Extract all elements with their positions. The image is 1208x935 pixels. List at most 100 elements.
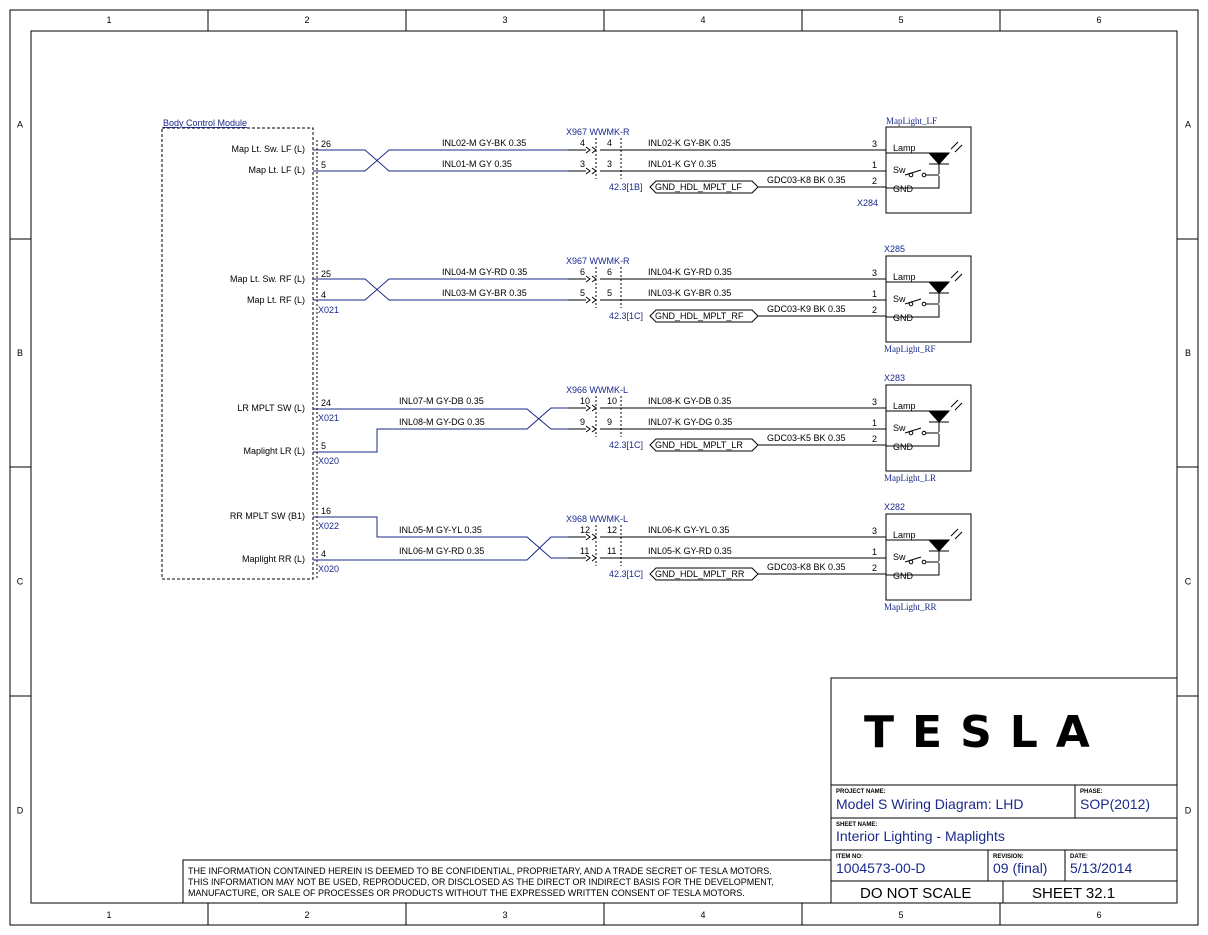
zone-col-bottom-2: 2 [304, 910, 309, 920]
wire-label: INL06-K GY-YL 0.35 [648, 525, 729, 535]
wire [313, 278, 568, 301]
inner-border [30, 30, 1178, 904]
zone-col-top-3: 3 [502, 15, 507, 25]
title-block: TESLA PROJECT NAME: Model S Wiring Diagr… [830, 677, 1178, 904]
phase-label: PHASE: [1080, 789, 1103, 795]
pin-arrow [568, 146, 597, 154]
light-rays-icon [950, 399, 963, 411]
sheet-name-label: SHEET NAME: [836, 822, 877, 828]
scale-note: DO NOT SCALE [860, 885, 971, 902]
ground-terminal-label: GND [893, 313, 914, 323]
ground-terminal-label: GND [893, 571, 914, 581]
switch-contact-icon [908, 430, 914, 436]
ground-reference: 42.3[1C] [609, 440, 643, 450]
module-pin-label: LR MPLT SW (L) [237, 403, 305, 413]
module-connector-id: X020 [318, 564, 339, 574]
wire-label: INL03-M GY-BR 0.35 [442, 288, 527, 298]
lamp-icon [927, 410, 951, 423]
zone-col-top-4: 4 [700, 15, 705, 25]
lamp-pin-number: 2 [872, 305, 877, 315]
wire-label: INL07-M GY-DB 0.35 [399, 396, 484, 406]
inline-pin-right: 4 [607, 138, 612, 148]
module-pin-number: 5 [321, 160, 326, 170]
zone-row-left-B: B [17, 348, 23, 358]
switch-icon [904, 169, 922, 176]
zone-row-left-C: C [17, 577, 24, 587]
lamp-connector-id: X284 [857, 198, 878, 208]
lamp-pin-number: 3 [872, 139, 877, 149]
switch-contact-icon [921, 172, 927, 178]
module-connector-id: X021 [318, 305, 339, 315]
inline-pin-right: 6 [607, 267, 612, 277]
switch-contact-icon [921, 301, 927, 307]
inline-pin-right: 12 [607, 525, 617, 535]
revision-label: REVISION: [993, 854, 1024, 860]
wire-label: INL02-M GY-BK 0.35 [442, 138, 526, 148]
item-label: ITEM NO: [836, 854, 863, 860]
module-pin-number: 5 [321, 441, 326, 451]
body-control-module-box [161, 127, 314, 580]
module-pin-number: 26 [321, 139, 331, 149]
maplight-box [885, 513, 972, 601]
lamp-connector-id: X283 [884, 373, 905, 383]
inline-pin-left: 10 [580, 396, 590, 406]
inline-pin-left: 5 [580, 288, 585, 298]
wire-label: INL07-K GY-DG 0.35 [648, 417, 732, 427]
wire-label: INL02-K GY-BK 0.35 [648, 138, 731, 148]
module-pin-label: Map Lt. Sw. LF (L) [231, 144, 305, 154]
wire-label: INL03-K GY-BR 0.35 [648, 288, 731, 298]
inline-pin-left: 11 [580, 546, 589, 556]
ground-wire-label: GDC03-K8 BK 0.35 [767, 562, 846, 572]
revision-value: 09 (final) [993, 860, 1047, 876]
wire [313, 536, 568, 561]
pin-arrow [568, 404, 597, 412]
wire-label: INL01-K GY 0.35 [648, 159, 716, 169]
lamp-connector-id: X285 [884, 244, 905, 254]
lamp-terminal-label: Lamp [893, 272, 916, 282]
wire-label: INL06-M GY-RD 0.35 [399, 546, 484, 556]
lamp-pin-number: 1 [872, 160, 877, 170]
maplight-box [885, 255, 972, 343]
date-label: DATE: [1070, 854, 1088, 860]
zone-col-bottom-6: 6 [1096, 910, 1101, 920]
zone-row-right-D: D [1185, 806, 1192, 816]
module-pin-label: Map Lt. Sw. RF (L) [230, 274, 305, 284]
zone-col-top-6: 6 [1096, 15, 1101, 25]
zone-col-bottom-5: 5 [898, 910, 903, 920]
module-pin-number: 4 [321, 290, 326, 300]
module-pin-label: RR MPLT SW (B1) [230, 511, 305, 521]
module-pin-label: Maplight RR (L) [242, 554, 305, 564]
lamp-pin-number: 2 [872, 563, 877, 573]
zone-row-right-C: C [1185, 577, 1192, 587]
lamp-icon [927, 281, 951, 294]
pin-arrow [568, 554, 597, 562]
pin-arrow [568, 275, 597, 283]
wire [313, 149, 568, 172]
project-label: PROJECT NAME: [836, 789, 886, 795]
lamp-terminal-label: Lamp [893, 401, 916, 411]
zone-col-top-1: 1 [106, 15, 111, 25]
ground-name: GND_HDL_MPLT_LF [655, 182, 742, 192]
inline-pin-left: 9 [580, 417, 585, 427]
inline-pin-right: 3 [607, 159, 612, 169]
zone-row-right-B: B [1185, 348, 1191, 358]
ground-reference: 42.3[1C] [609, 311, 643, 321]
zone-col-top-2: 2 [304, 15, 309, 25]
zone-row-left-D: D [17, 806, 24, 816]
inline-pin-left: 4 [580, 138, 585, 148]
switch-terminal-label: Sw [893, 423, 906, 433]
date-value: 5/13/2014 [1070, 860, 1132, 876]
ground-wire-label: GDC03-K5 BK 0.35 [767, 433, 846, 443]
pin-arrow [568, 167, 597, 175]
inline-pin-right: 5 [607, 288, 612, 298]
ground-terminal-label: GND [893, 442, 914, 452]
pin-arrow [568, 533, 597, 541]
tesla-logo: TESLA [864, 707, 1108, 758]
maplight-name: MapLight_LR [884, 473, 936, 483]
inline-pin-left: 3 [580, 159, 585, 169]
